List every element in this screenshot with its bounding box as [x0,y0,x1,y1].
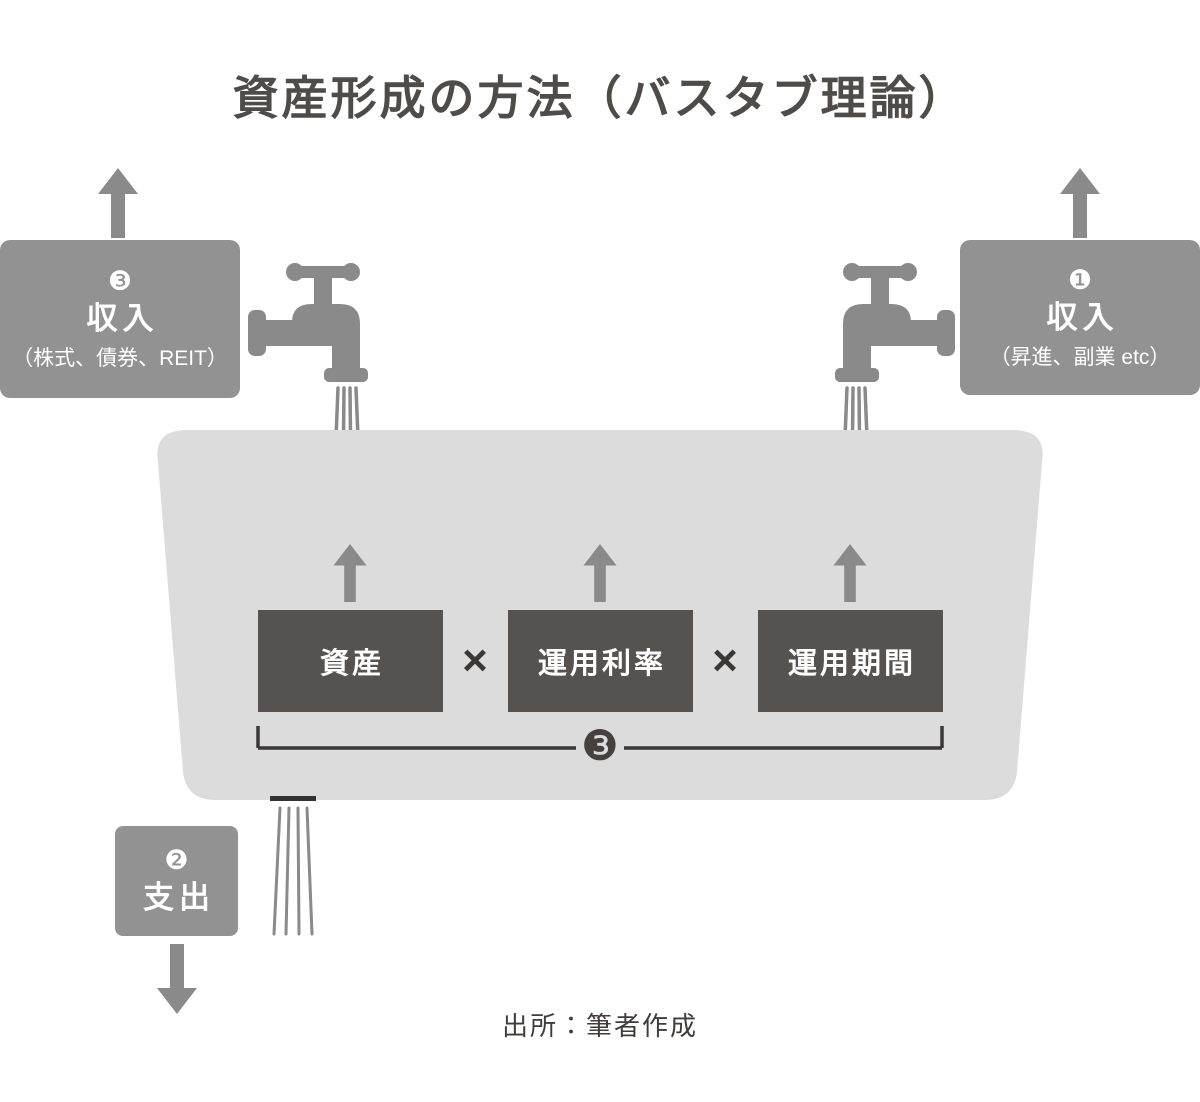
arrow-up-icon [333,544,367,602]
income-box-salary: ❶ 収入 （昇進、副業 etc） [960,240,1200,395]
arrow-up-icon [833,544,867,602]
water-stream-icon [272,806,314,936]
expense-number-badge: ❷ [164,844,189,875]
source-caption: 出所：筆者作成 [501,1011,698,1041]
income-number-badge: ❸ [107,266,133,297]
formula-term-duration: 運用期間 [758,610,943,712]
expense-label: 支出 [143,879,215,915]
multiply-sign: × [462,636,488,685]
income-detail: （昇進、副業 etc） [989,345,1171,369]
arrow-up-icon [1060,168,1100,238]
formula-term-return-rate: 運用利率 [508,610,693,712]
faucet-icon [248,263,368,490]
bracket-number-badge: ❸ [581,722,619,769]
drain-icon [270,796,316,936]
arrow-down-icon [157,944,197,1014]
arrow-up-icon [583,544,617,602]
income-label: 収入 [1046,299,1119,335]
income-box-investment: ❸ 収入 （株式、債券、REIT） [0,240,240,398]
formula-bracket [256,726,944,750]
income-number-badge: ❶ [1067,264,1093,295]
income-label: 収入 [86,301,159,337]
multiply-sign: × [712,636,738,685]
expense-box: ❷ 支出 [115,826,238,936]
formula-term-assets: 資産 [258,610,443,712]
arrow-up-icon [98,168,138,238]
income-detail: （株式、債券、REIT） [12,347,228,371]
page-title: 資産形成の方法（バスタブ理論） [232,72,968,124]
